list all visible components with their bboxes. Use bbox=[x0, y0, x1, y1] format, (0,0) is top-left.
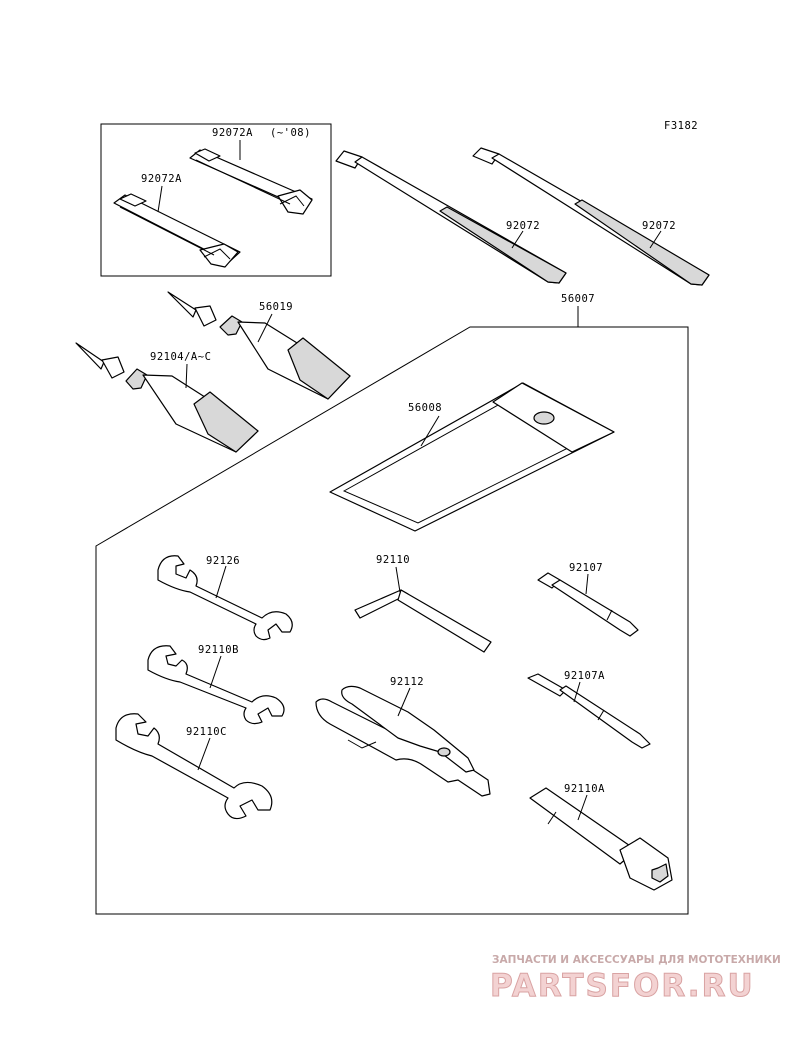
watermark-caption: ЗАПЧАСТИ И АКСЕССУАРЫ ДЛЯ МОТОТЕХНИКИ bbox=[492, 954, 781, 966]
label-band-1: 92072 bbox=[506, 220, 540, 232]
wrench-92110b bbox=[147, 645, 285, 725]
label-tool-bag: 56008 bbox=[408, 402, 442, 414]
label-hex-key: 92110 bbox=[376, 554, 410, 566]
plug-wrench-92110a bbox=[529, 787, 673, 891]
tool-bag-56008 bbox=[329, 382, 615, 532]
label-grease-56019: 56019 bbox=[259, 301, 293, 313]
wrench-92126 bbox=[157, 555, 293, 641]
grease-tube-92104 bbox=[75, 342, 259, 453]
label-strap-08: 92072A bbox=[212, 127, 253, 139]
label-wrench-92110c: 92110C bbox=[186, 726, 227, 738]
tool-kit-frame bbox=[95, 326, 689, 915]
screwdriver-92107a bbox=[527, 673, 651, 749]
label-pliers: 92112 bbox=[390, 676, 424, 688]
label-plug-wrench: 92110A bbox=[564, 783, 605, 795]
label-band-2: 92072 bbox=[642, 220, 676, 232]
ref-code: F3182 bbox=[664, 120, 698, 132]
strap-92072a-08 bbox=[189, 148, 313, 215]
label-screwdriver-a: 92107A bbox=[564, 670, 605, 682]
pliers-92112 bbox=[315, 685, 491, 797]
grease-tube-56019 bbox=[167, 291, 351, 400]
screwdriver-92107 bbox=[537, 572, 639, 637]
hex-key-92110 bbox=[354, 589, 492, 653]
label-strap: 92072A bbox=[141, 173, 182, 185]
label-wrench-92126: 92126 bbox=[206, 555, 240, 567]
watermark-logo: PARTSFOR.RU bbox=[490, 968, 755, 1004]
strap-92072a bbox=[113, 193, 241, 268]
band-92072-2 bbox=[472, 147, 710, 286]
band-92072-1 bbox=[335, 150, 567, 284]
label-tool-kit: 56007 bbox=[561, 293, 595, 305]
label-grease-92104: 92104/A~C bbox=[150, 351, 211, 363]
label-strap-08-suffix: (~'08) bbox=[270, 127, 311, 139]
wrench-92110c bbox=[115, 713, 273, 820]
label-screwdriver: 92107 bbox=[569, 562, 603, 574]
label-wrench-92110b: 92110B bbox=[198, 644, 239, 656]
strap-group-frame bbox=[100, 123, 332, 277]
